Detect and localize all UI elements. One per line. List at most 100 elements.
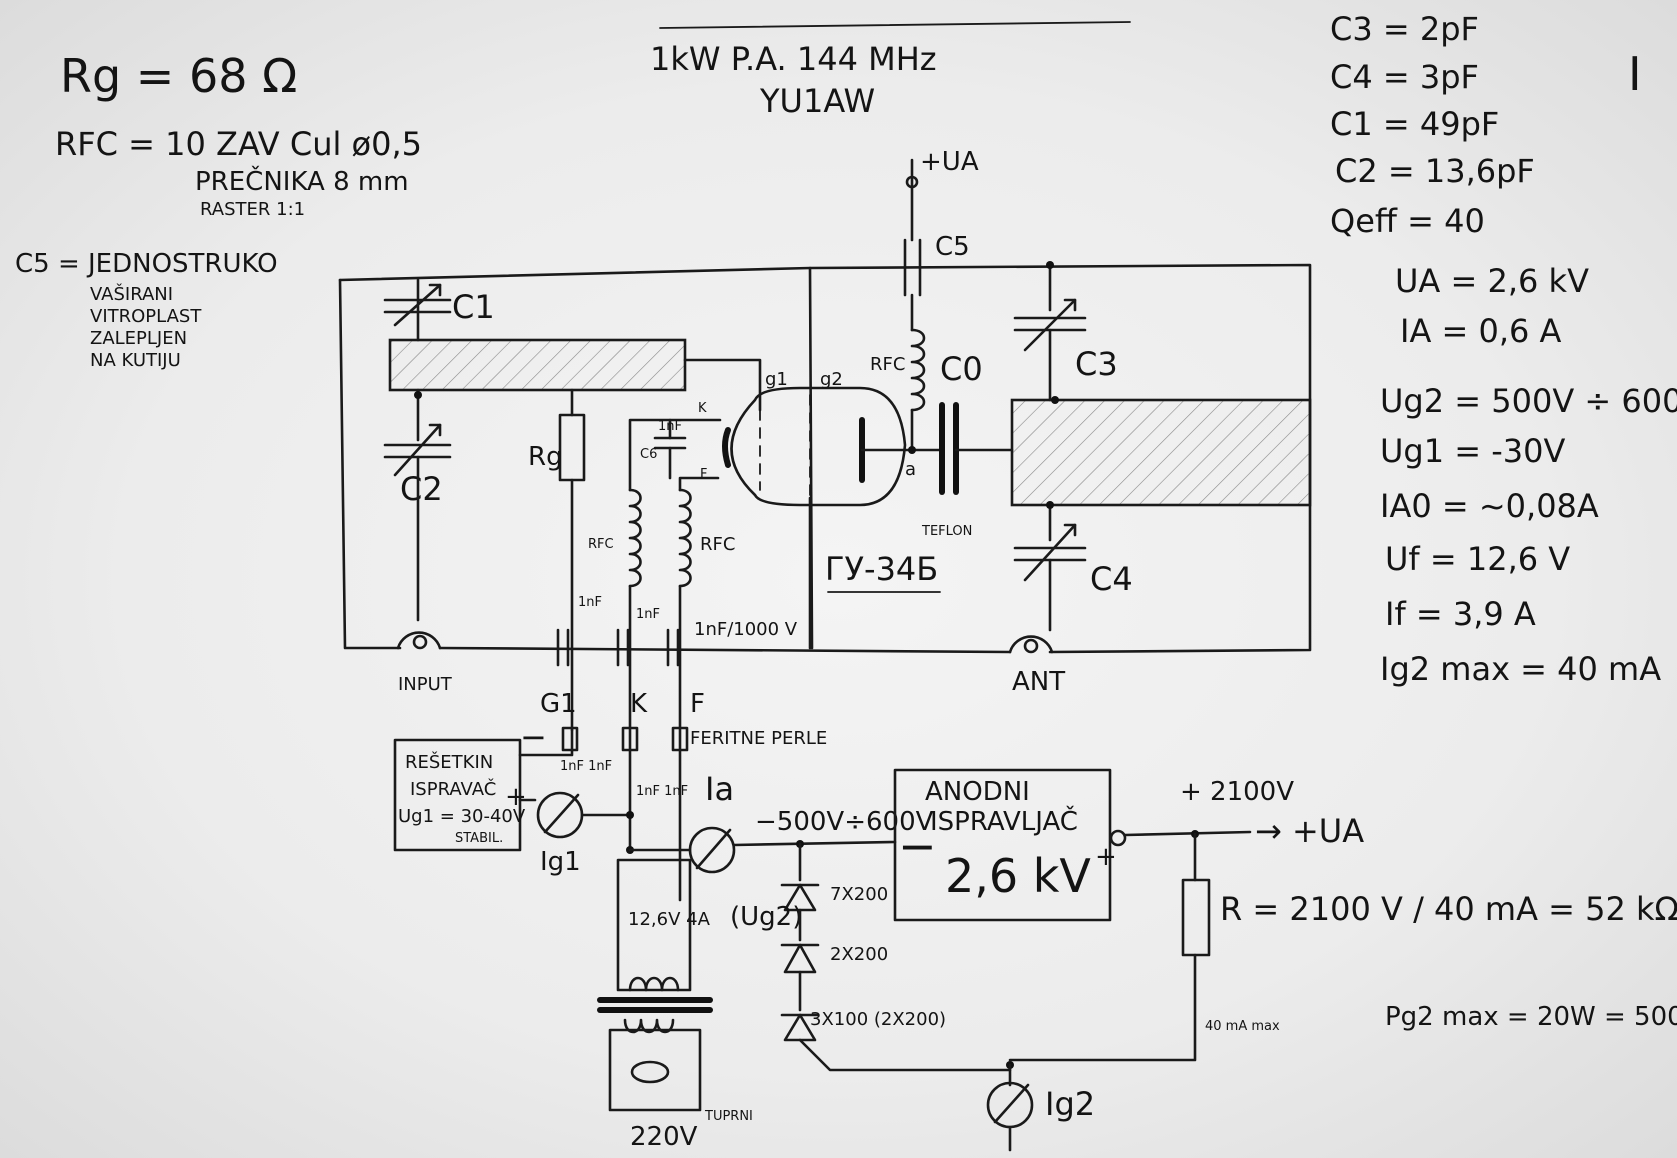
filament-lead xyxy=(678,476,720,492)
note-c5-line-4: ZALEPLJEN xyxy=(90,328,187,349)
rfc-left-coil xyxy=(628,488,642,588)
label-c4: C4 xyxy=(1090,560,1133,598)
ant-connector xyxy=(1008,635,1054,654)
bias-minus: − xyxy=(520,718,547,756)
resistor-r xyxy=(1181,878,1211,957)
label-ia-meter: Ia xyxy=(705,770,734,808)
b-plus-terminal xyxy=(905,175,919,189)
title-underline xyxy=(659,21,1131,29)
label-teflon: TEFLON xyxy=(921,524,972,539)
c5-capacitor xyxy=(903,238,922,297)
label-ug2-zener: (Ug2) xyxy=(730,902,802,932)
note-rfc: RFC = 10 ZAV Cul ø0,5 xyxy=(55,125,422,163)
junction xyxy=(414,391,422,399)
ferrite-bead-f xyxy=(671,726,689,752)
enclosure-left xyxy=(338,278,402,650)
enclosure-top-right xyxy=(338,263,1312,654)
label-input: INPUT xyxy=(398,674,453,695)
label-c6: C6 xyxy=(640,447,657,462)
note-uf: Uf = 12,6 V xyxy=(1385,540,1570,578)
bias-line-4: STABIL. xyxy=(455,831,503,846)
note-c5-line-5: NA KUTIJU xyxy=(90,350,181,371)
junction-anode xyxy=(908,446,916,454)
label-r-formula: R = 2100 V / 40 mA = 52 kΩ / 100W xyxy=(1220,890,1677,928)
note-ig2max: Ig2 max = 40 mA xyxy=(1380,650,1661,688)
transformer-secondary-coil xyxy=(628,976,680,992)
label-tube: ГУ-34Б xyxy=(825,550,938,588)
bias-supply-box xyxy=(393,738,522,852)
input-line-stripline xyxy=(388,338,687,392)
bias-minus-wire xyxy=(518,728,574,757)
c6-capacitor xyxy=(653,418,687,480)
note-c5: C5 = JEDNOSTRUKO VAŠIRANI VITROPLAST ZAL… xyxy=(15,249,278,371)
note-c1: C1 = 49pF xyxy=(1330,105,1499,143)
note-if: If = 3,9 A xyxy=(1385,595,1536,633)
supply-output-terminal xyxy=(1109,829,1127,847)
junction-c3 xyxy=(1046,261,1054,269)
supply-output-wire xyxy=(1123,830,1252,837)
label-ferrite: FERITNE PERLE xyxy=(690,728,827,749)
label-rfc-left: RFC xyxy=(588,537,614,552)
label-c5: C5 xyxy=(935,232,970,262)
label-k-terminal: K xyxy=(630,689,648,719)
enclosure-divider xyxy=(808,266,814,650)
label-rfc-anode: RFC xyxy=(870,354,905,375)
c0-capacitor xyxy=(939,402,959,495)
label-2100v: + 2100V xyxy=(1180,777,1294,807)
label-a: a xyxy=(905,459,916,480)
supply-line-3: 2,6 kV xyxy=(945,849,1091,903)
label-g1-terminal: G1 xyxy=(540,689,577,719)
label-rg: Rg xyxy=(528,442,563,472)
label-c1: C1 xyxy=(452,288,495,326)
label-cap-1nf-a: 1nF xyxy=(578,595,602,610)
label-cap-1nf-b: 1nF xyxy=(636,607,660,622)
note-c3: C3 = 2pF xyxy=(1330,10,1479,48)
rfc-right-coil xyxy=(678,488,692,588)
note-qeff: Qeff = 40 xyxy=(1330,202,1485,240)
label-plus-ua: +UA xyxy=(920,147,979,177)
title: 1kW P.A. 144 MHz xyxy=(650,40,937,78)
note-ug2: Ug2 = 500V ÷ 600V xyxy=(1380,382,1677,420)
label-zener-1: 7X200 xyxy=(830,884,888,905)
label-small-caps: 1nF 1nF xyxy=(560,759,612,774)
note-ia: IA = 0,6 A xyxy=(1400,312,1562,350)
bias-line-3: Ug1 = 30-40V xyxy=(398,806,526,827)
ferrite-bead-g1 xyxy=(561,726,579,752)
label-ant: ANT xyxy=(1012,667,1065,697)
junction-k xyxy=(626,811,634,819)
supply-line-1: ANODNI xyxy=(925,777,1030,807)
note-ug1: Ug1 = -30V xyxy=(1380,432,1566,470)
label-500v: −500V÷600V xyxy=(755,807,934,837)
r-to-ig2-wire xyxy=(1008,953,1197,1062)
supply-line-2: ISPRAVLJAČ xyxy=(930,805,1078,837)
feedthrough-cap-f xyxy=(666,628,680,667)
note-rfc-diameter: PREČNIKA 8 mm xyxy=(195,165,409,197)
enclosure-bottom xyxy=(438,646,1012,654)
zener-diode-2 xyxy=(780,943,820,974)
callsign: YU1AW xyxy=(759,82,875,120)
label-out-ua: → +UA xyxy=(1255,812,1364,850)
note-ia0: IA0 = ~0,08A xyxy=(1380,487,1599,525)
label-ig1: Ig1 xyxy=(540,847,581,877)
ia-to-supply-wire xyxy=(732,840,897,847)
ferrite-bead-k xyxy=(621,726,639,752)
rg-resistor xyxy=(558,413,586,482)
mains-plug-box xyxy=(608,1028,702,1112)
cathode-lead xyxy=(628,418,722,492)
label-k: K xyxy=(698,401,707,416)
label-zener-3: 3X100 (2X200) xyxy=(810,1009,946,1030)
label-transformer: 12,6V 4A xyxy=(628,909,711,930)
bias-line-2: ISPRAVAČ xyxy=(410,778,496,800)
note-c4: C4 = 3pF xyxy=(1330,58,1479,96)
supply-minus: − xyxy=(898,819,937,873)
ig2-meter xyxy=(986,1081,1034,1129)
rfc-anode-coil xyxy=(910,328,926,412)
label-f-terminal: F xyxy=(690,689,705,719)
label-g2: g2 xyxy=(820,369,843,390)
label-c2: C2 xyxy=(400,470,443,508)
label-zener-2: 2X200 xyxy=(830,944,888,965)
page-mark: I xyxy=(1628,47,1642,101)
label-c6-value: 1nF xyxy=(658,419,682,434)
